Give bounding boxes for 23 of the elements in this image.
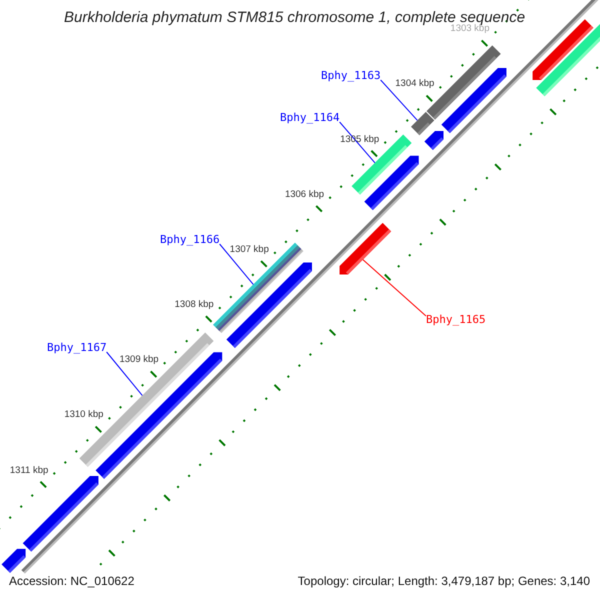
tick-label: 1308 kbp — [174, 299, 214, 310]
title: Burkholderia phymatum STM815 chromosome 1, complete sequence — [64, 9, 526, 26]
tick-label: 1303 kbp — [450, 23, 490, 34]
gene-block — [340, 222, 392, 274]
tick-label: 1306 kbp — [284, 188, 324, 200]
tick-label: 1310 kbp — [64, 409, 104, 420]
sequence-info: Topology: circular; Length: 3,479,187 bp; Genes: 3,140 — [298, 574, 590, 588]
tick-label: 1304 kbp — [395, 78, 434, 90]
gene-label: Bphy_1164 — [280, 111, 340, 124]
gene-block — [410, 112, 434, 136]
gene-label: Bphy_1167 — [47, 341, 107, 354]
tick-label: 1309 kbp — [119, 354, 159, 366]
tick-label: 1311 kbp — [10, 464, 48, 476]
tick-label: 1307 kbp — [230, 244, 269, 255]
gene-label: Bphy_1165 — [426, 313, 486, 326]
gene-label: Bphy_1163 — [321, 69, 381, 82]
leader-line — [339, 122, 376, 164]
leader-line — [106, 352, 143, 396]
accession-text: Accession: NC_010622 — [9, 574, 134, 588]
leader-line — [380, 80, 418, 121]
leader-line — [219, 244, 254, 285]
leader-line — [362, 259, 426, 316]
gene-label: Bphy_1166 — [160, 233, 220, 246]
